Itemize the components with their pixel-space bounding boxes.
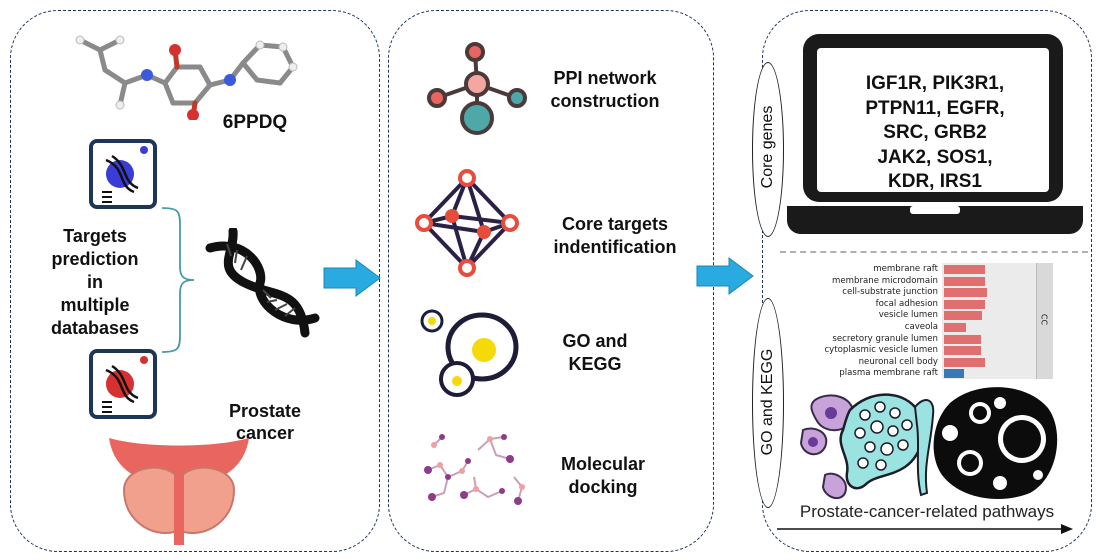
bar-label: membrane raft bbox=[873, 264, 938, 274]
molecule-6ppdq-icon bbox=[75, 35, 298, 120]
bar-label: secretory granule lumen bbox=[832, 333, 938, 344]
laptop-icon bbox=[787, 34, 1083, 234]
bar bbox=[944, 346, 981, 356]
bar bbox=[944, 334, 981, 344]
bar-label: membrane microdomain bbox=[831, 275, 938, 286]
arrow-right-icon bbox=[323, 259, 381, 297]
bar-label: plasma membrane raft bbox=[839, 368, 938, 379]
cells-icon bbox=[420, 309, 519, 397]
dna-helix-icon bbox=[205, 228, 320, 338]
bar-label: cell-substrate junction bbox=[842, 287, 938, 298]
go-kegg-title: GO and KEGG bbox=[759, 348, 776, 456]
step-label-go-kegg: GO and KEGG bbox=[562, 331, 628, 374]
arrow-right-icon bbox=[696, 257, 754, 295]
bar bbox=[944, 276, 986, 286]
tissue-illustration-icon bbox=[799, 393, 935, 500]
molecules-icon bbox=[424, 434, 525, 505]
octahedron-graph-icon bbox=[415, 169, 519, 277]
go-kegg-ellipse bbox=[752, 298, 784, 508]
bar-label: caveola bbox=[904, 322, 938, 332]
caption-arrow-icon bbox=[777, 524, 1073, 534]
bar bbox=[944, 265, 986, 274]
step-label-ppi: PPI network construction bbox=[550, 68, 660, 111]
pathways-caption: Prostate-cancer-related pathways bbox=[799, 502, 1055, 521]
bar bbox=[944, 299, 986, 309]
bar-label: focal adhesion bbox=[875, 298, 938, 309]
step-label-docking: Molecular docking bbox=[560, 454, 646, 497]
bar bbox=[944, 323, 966, 332]
core-genes-title: Core genes bbox=[759, 105, 776, 189]
core-genes-list: IGF1R, PIK3R1, PTPN11, EGFR, SRC, GRB2 J… bbox=[865, 73, 1005, 192]
step-label-core-targets: Core targets indentification bbox=[553, 214, 677, 257]
bar bbox=[944, 288, 988, 298]
cancer-cells-icon bbox=[933, 387, 1058, 499]
chart-facet-strip bbox=[1036, 263, 1053, 379]
core-genes-ellipse bbox=[752, 62, 784, 237]
section-divider bbox=[780, 251, 1088, 253]
bar bbox=[944, 369, 964, 379]
disease-label: Prostate cancer bbox=[228, 401, 302, 443]
brace-icon bbox=[161, 207, 195, 353]
bar-label: cytoplasmic vesicle lumen bbox=[824, 345, 938, 356]
database-card-icon bbox=[89, 139, 157, 209]
bar bbox=[944, 357, 986, 367]
compound-label: 6PPDQ bbox=[222, 112, 288, 133]
right-panel bbox=[762, 10, 1092, 552]
targets-text: Targets prediction in multiple databases bbox=[50, 226, 140, 338]
network-node-icon bbox=[427, 42, 527, 135]
database-card-icon bbox=[89, 349, 157, 419]
left-panel bbox=[10, 10, 380, 552]
prostate-icon bbox=[109, 438, 249, 545]
bar bbox=[944, 311, 982, 321]
bar-label: vesicle lumen bbox=[878, 310, 938, 321]
bar-label: neuronal cell body bbox=[858, 356, 938, 367]
